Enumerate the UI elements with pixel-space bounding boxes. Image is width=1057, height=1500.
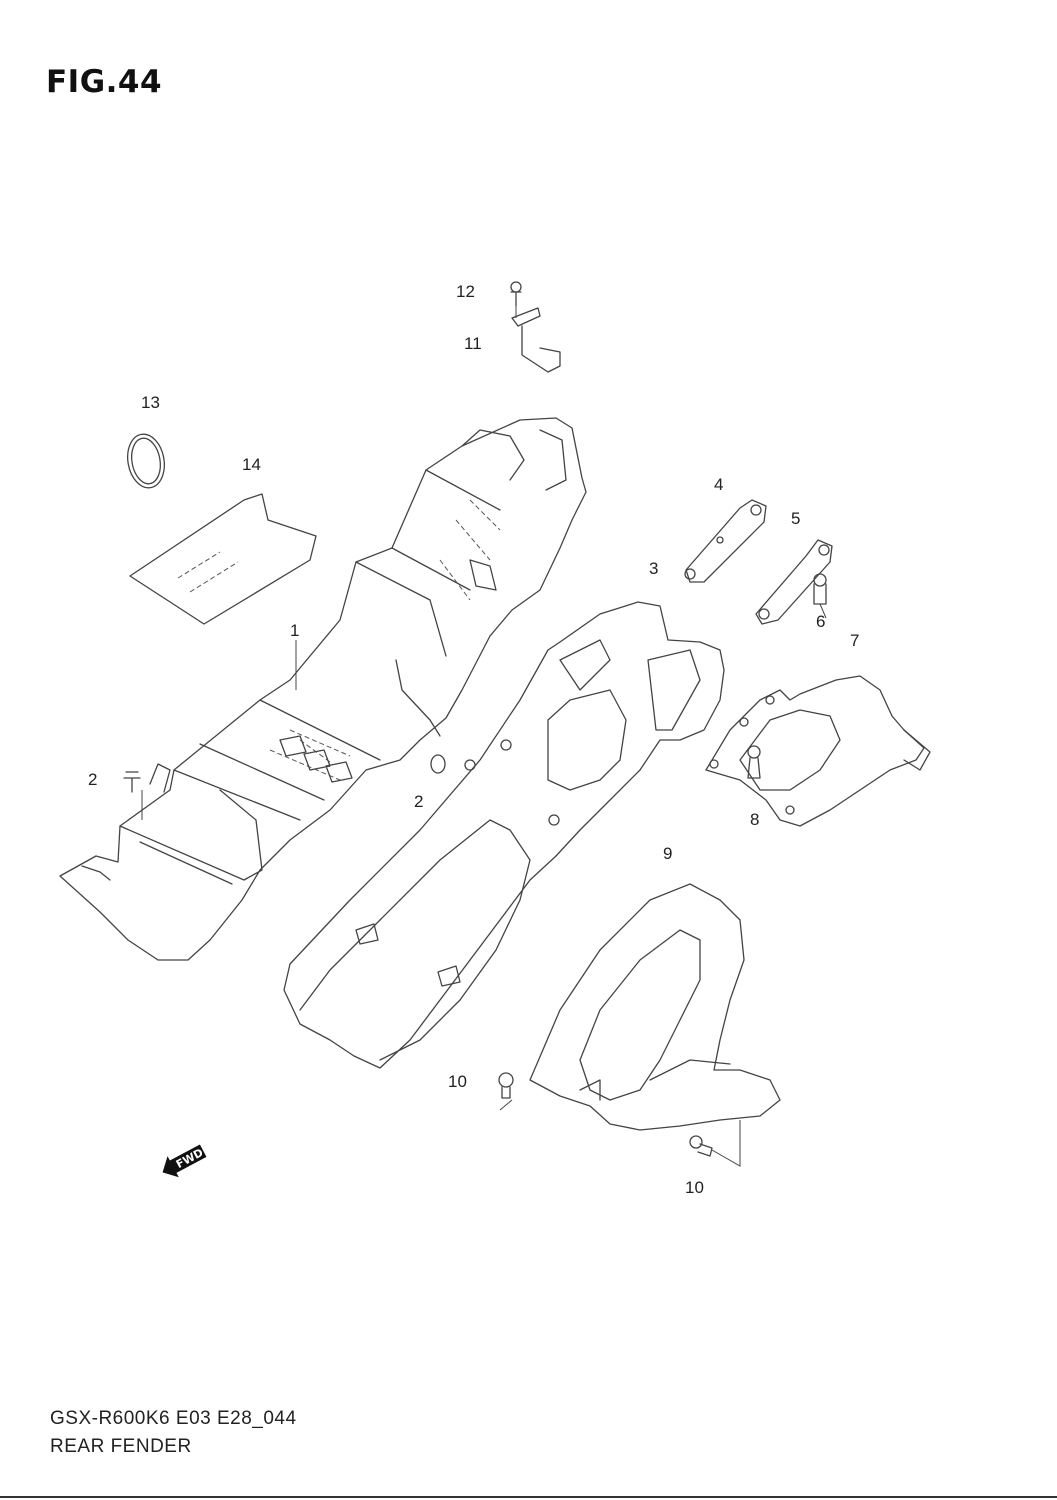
forward-direction-arrow: FWD [162, 1144, 207, 1178]
callout-3: 3 [649, 559, 658, 578]
part-14-bag [129, 493, 317, 625]
part-8-bolt [747, 745, 761, 779]
figure-title: FIG.44 [46, 64, 163, 100]
model-code: GSX-R600K6 E03 E28_044 [50, 1408, 297, 1429]
part-7-bracket [705, 675, 931, 827]
callout-7: 7 [850, 631, 859, 650]
callout-5: 5 [791, 509, 800, 528]
callout-10-right: 10 [685, 1178, 704, 1197]
callout-2-center: 2 [414, 792, 423, 811]
part-10-screw-left [498, 1072, 514, 1099]
part-10-screw-right [689, 1135, 713, 1157]
callout-2-left: 2 [88, 770, 97, 789]
part-5-stay [755, 539, 833, 625]
part-2-fastener-left [123, 771, 141, 793]
callout-10-left: 10 [448, 1072, 467, 1091]
part-9-hugger [529, 883, 781, 1131]
callout-12: 12 [456, 282, 475, 301]
callout-14: 14 [242, 455, 261, 474]
part-13-band [127, 433, 165, 489]
callout-11: 11 [464, 334, 482, 353]
part-11-bracket [511, 307, 561, 373]
part-12-bolt [510, 281, 522, 307]
callout-1: 1 [290, 621, 299, 640]
leader-lines [141, 306, 827, 1167]
callout-8: 8 [750, 810, 759, 829]
part-4-stay [684, 499, 767, 583]
callout-6: 6 [816, 612, 825, 631]
section-name: REAR FENDER [50, 1436, 192, 1457]
callout-4: 4 [714, 475, 723, 494]
part-1-rear-fender [59, 417, 587, 961]
callout-9: 9 [663, 844, 672, 863]
callout-13: 13 [141, 393, 160, 412]
bottom-border [0, 1496, 1057, 1498]
fwd-label: FWD [174, 1146, 206, 1171]
part-3-inner-plate [283, 601, 725, 1069]
